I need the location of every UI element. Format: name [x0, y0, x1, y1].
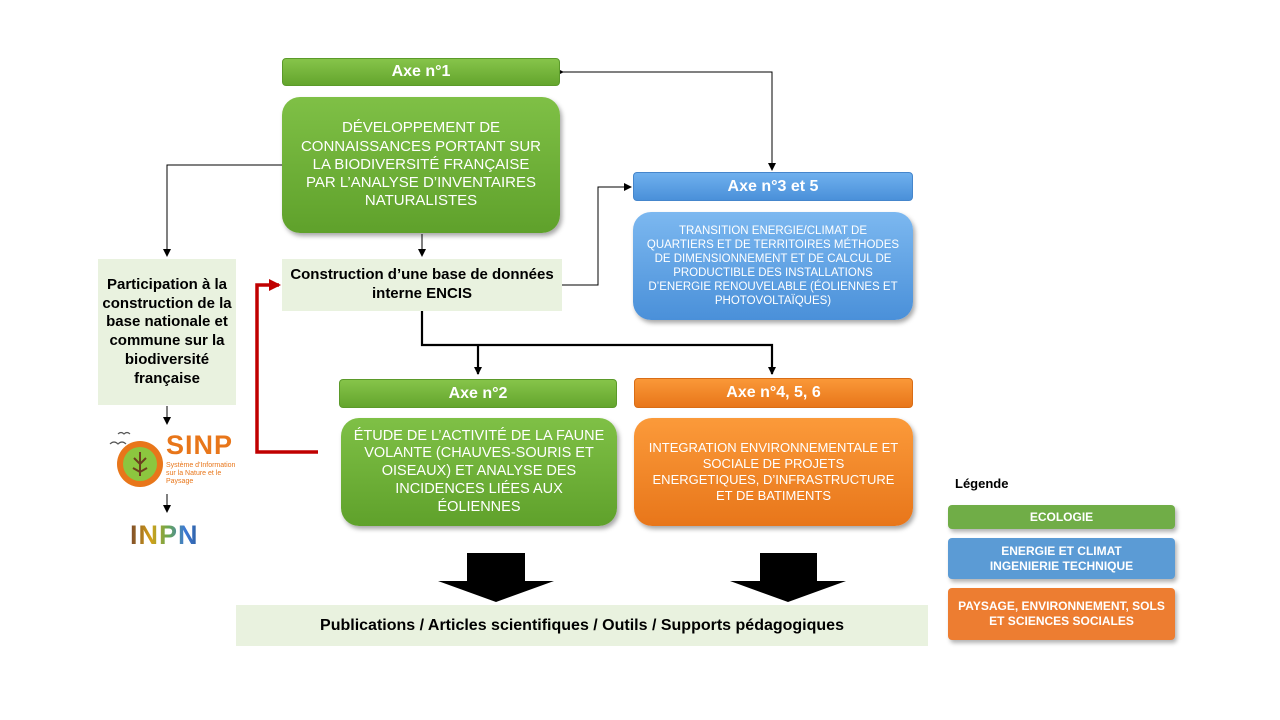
axe2-text: ÉTUDE DE L’ACTIVITÉ DE LA FAUNE VOLANTE … [353, 427, 605, 515]
arrow-axe35-axe1-bidirectional [556, 68, 776, 171]
sinp-subtitle: Système d'Information sur la Nature et l… [166, 462, 236, 486]
axe2-header: Axe n°2 [339, 379, 617, 408]
legend-item-label: ENERGIE ET CLIMAT INGENIERIE TECHNIQUE [989, 543, 1134, 573]
arrow-axe1-to-participation [163, 164, 282, 257]
axe1-text: DÉVELOPPEMENT DE CONNAISSANCES PORTANT S… [300, 119, 542, 210]
axe1-box: DÉVELOPPEMENT DE CONNAISSANCES PORTANT S… [282, 97, 560, 233]
axe456-text: INTEGRATION ENVIRONNEMENTALE ET SOCIALE … [648, 440, 899, 503]
axe456-header: Axe n°4, 5, 6 [634, 378, 913, 408]
big-arrow-down-left [438, 553, 554, 602]
participation-box: Participation à la construction de la ba… [98, 259, 236, 405]
arrow-axe2-feedback-to-database [255, 279, 318, 454]
axe2-box: ÉTUDE DE L’ACTIVITÉ DE LA FAUNE VOLANTE … [341, 418, 617, 526]
outputs-text: Publications / Articles scientifiques / … [320, 616, 844, 634]
axe456-box: INTEGRATION ENVIRONNEMENTALE ET SOCIALE … [634, 418, 913, 526]
database-box: Construction d’une base de données inter… [282, 259, 562, 311]
sinp-title: SINP [166, 430, 234, 460]
big-arrow-down-right [730, 553, 846, 602]
legend-item-ecologie: ECOLOGIE [948, 505, 1175, 529]
sinp-logo: SINP Système d'Information sur la Nature… [100, 426, 240, 492]
arrow-database-branch [420, 311, 776, 375]
sinp-emblem-icon [109, 431, 163, 487]
legend-item-energie: ENERGIE ET CLIMAT INGENIERIE TECHNIQUE [948, 538, 1175, 579]
legend-item-paysage: PAYSAGE, ENVIRONNEMENT, SOLS ET SCIENCES… [948, 588, 1175, 640]
outputs-bar: Publications / Articles scientifiques / … [236, 605, 928, 646]
arrow-database-to-axe35 [562, 183, 632, 286]
axe35-header: Axe n°3 et 5 [633, 172, 913, 201]
legend-item-label: PAYSAGE, ENVIRONNEMENT, SOLS ET SCIENCES… [958, 599, 1165, 628]
axe35-box: TRANSITION ENERGIE/CLIMAT DE QUARTIERS E… [633, 212, 913, 320]
database-text: Construction d’une base de données inter… [290, 266, 554, 302]
inpn-logo: INPN [130, 520, 199, 550]
legend-item-label: ECOLOGIE [1029, 509, 1094, 524]
participation-text: Participation à la construction de la ba… [102, 275, 232, 387]
legend-title: Légende [955, 476, 1009, 491]
axe1-header: Axe n°1 [282, 58, 560, 86]
axe35-text: TRANSITION ENERGIE/CLIMAT DE QUARTIERS E… [646, 224, 900, 308]
